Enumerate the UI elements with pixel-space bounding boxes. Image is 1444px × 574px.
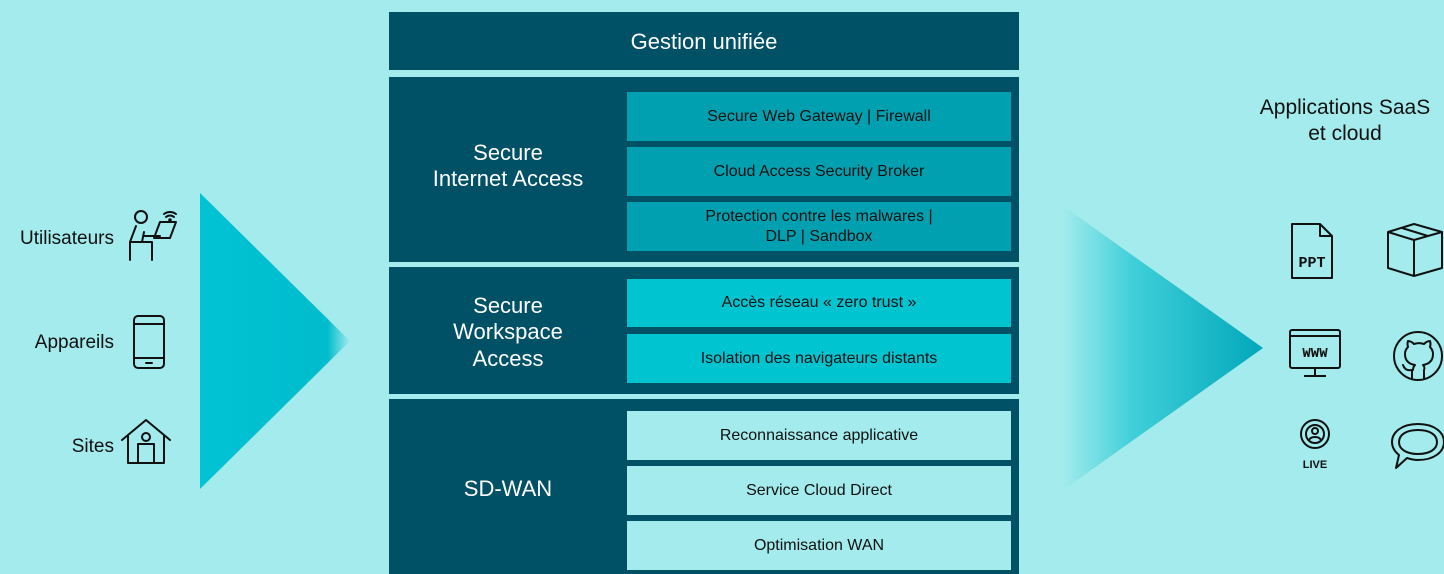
github-icon	[1390, 328, 1444, 384]
cell-casb: Cloud Access Security Broker	[627, 147, 1011, 196]
cell-wan-optimization: Optimisation WAN	[627, 521, 1011, 570]
user-at-laptop-icon	[124, 208, 188, 264]
left-arrow-shape	[200, 193, 350, 489]
source-label-devices: Appareils	[34, 332, 114, 353]
live-stream-icon: LIVE	[1290, 416, 1340, 476]
cell-secure-web-gateway: Secure Web Gateway | Firewall	[627, 92, 1011, 141]
right-arrow-shape	[1063, 206, 1263, 490]
saas-apps-title: Applications SaaS et cloud	[1259, 96, 1431, 146]
cell-malware-protection: Protection contre les malwares | DLP | S…	[627, 202, 1011, 251]
chat-bubble-icon	[1388, 420, 1444, 474]
cell-remote-browser-isolation: Isolation des navigateurs distants	[627, 334, 1011, 383]
house-icon	[118, 416, 174, 466]
ppt-file-icon: PPT	[1288, 222, 1336, 280]
cell-zero-trust: Accès réseau « zero trust »	[627, 279, 1011, 327]
source-label-sites: Sites	[71, 436, 114, 457]
source-label-users: Utilisateurs	[20, 228, 114, 249]
cube-icon	[1384, 222, 1444, 278]
www-label: WWW	[1302, 346, 1328, 362]
unified-management-band: Gestion unifiée	[389, 12, 1019, 70]
cell-app-recognition: Reconnaissance applicative	[627, 411, 1011, 460]
secure-internet-access-title: Secure Internet Access	[432, 140, 584, 192]
sdwan-title: SD-WAN	[463, 476, 553, 501]
ppt-label: PPT	[1298, 255, 1325, 272]
cell-cloud-direct: Service Cloud Direct	[627, 466, 1011, 515]
secure-workspace-access-title: Secure Workspace Access	[453, 293, 563, 371]
unified-management-title: Gestion unifiée	[630, 29, 778, 54]
smartphone-icon	[132, 314, 166, 370]
www-monitor-icon: WWW	[1288, 326, 1342, 380]
live-label: LIVE	[1303, 459, 1327, 471]
